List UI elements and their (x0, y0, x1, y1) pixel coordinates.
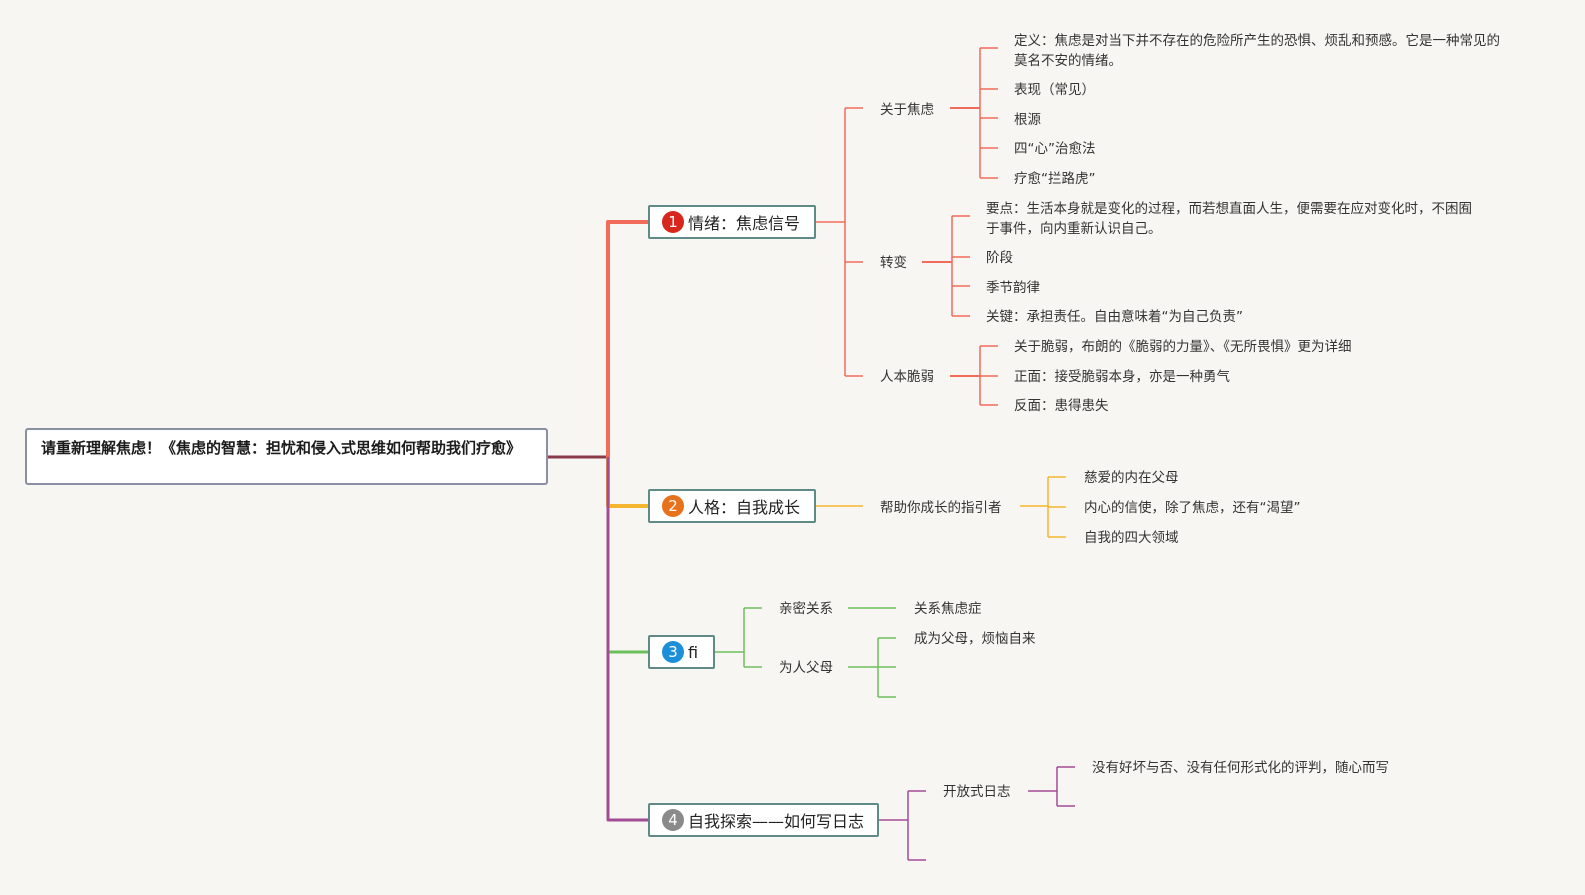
number-badge: 1 (662, 211, 684, 233)
number-badge: 3 (662, 641, 684, 663)
leaf-loving-parent[interactable]: 慈爱的内在父母 (1082, 468, 1181, 488)
number-badge: 4 (662, 809, 684, 831)
leaf-becoming-parents[interactable]: 成为父母，烦恼自来 (912, 629, 1038, 649)
branch-emotion[interactable]: 1 情绪：焦虑信号 (648, 205, 816, 239)
trunk-branch-3 (606, 457, 648, 654)
leaf-responsibility[interactable]: 关键：承担责任。自由意味着“为自己负责” (984, 307, 1245, 327)
leaf-relationship-anxiety[interactable]: 关系焦虑症 (912, 599, 984, 619)
leaf-key-points[interactable]: 要点：生活本身就是变化的过程，而若想直面人生，便需要在应对变化时，不困囿于事件，… (984, 199, 1480, 239)
leaf-symptoms[interactable]: 表现（常见） (1012, 80, 1097, 100)
subtopic-vulnerability[interactable]: 人本脆弱 (878, 367, 936, 387)
leaf-four-domains[interactable]: 自我的四大领域 (1082, 528, 1181, 548)
leaf-inner-messenger[interactable]: 内心的信使，除了焦虑，还有“渴望” (1082, 498, 1303, 518)
trunk-branch-2 (606, 457, 648, 508)
subtopic-about-anxiety[interactable]: 关于焦虑 (878, 100, 936, 120)
leaf-positive[interactable]: 正面：接受脆弱本身，亦是一种勇气 (1012, 367, 1232, 387)
leaf-negative[interactable]: 反面：患得患失 (1012, 396, 1111, 416)
subtopic-guides[interactable]: 帮助你成长的指引者 (878, 498, 1004, 518)
branch-self-exploration[interactable]: 4 自我探索——如何写日志 (648, 803, 879, 837)
leaf-stages[interactable]: 阶段 (984, 248, 1015, 268)
leaf-roots[interactable]: 根源 (1012, 110, 1043, 130)
leaf-definition[interactable]: 定义：焦虑是对当下并不存在的危险所产生的恐惧、烦乱和预感。它是一种常见的莫名不安… (1012, 31, 1506, 71)
subtopic-intimacy[interactable]: 亲密关系 (777, 599, 835, 619)
branch-title: 情绪：焦虑信号 (688, 214, 801, 233)
subtopic-transformation[interactable]: 转变 (878, 253, 909, 273)
branch-title: ﬁ (688, 642, 699, 662)
branch-title: 自我探索——如何写日志 (688, 812, 865, 831)
leaf-four-hearts[interactable]: 四“心”治愈法 (1012, 139, 1098, 159)
root-title: 请重新理解焦虑！《焦虑的智慧：担忧和侵入式思维如何帮助我们疗愈》 (41, 439, 522, 457)
leaf-obstacles[interactable]: 疗愈“拦路虎” (1012, 169, 1098, 189)
branch-personality[interactable]: 2 人格：自我成长 (648, 489, 816, 523)
trunk-branch-1 (606, 220, 648, 457)
leaf-seasonal-rhythm[interactable]: 季节韵律 (984, 278, 1042, 298)
root-topic[interactable]: 请重新理解焦虑！《焦虑的智慧：担忧和侵入式思维如何帮助我们疗愈》 (25, 428, 548, 485)
leaf-brown-books[interactable]: 关于脆弱，布朗的《脆弱的力量》、《无所畏惧》更为详细 (1012, 337, 1354, 357)
branch-three[interactable]: 3 ﬁ (648, 635, 715, 669)
trunk-branch-4 (606, 457, 648, 822)
branch-title: 人格：自我成长 (688, 498, 801, 517)
number-badge: 2 (662, 495, 684, 517)
leaf-write-freely[interactable]: 没有好坏与否、没有任何形式化的评判，随心而写 (1090, 758, 1391, 778)
subtopic-open-journal[interactable]: 开放式日志 (941, 782, 1013, 802)
subtopic-parenthood[interactable]: 为人父母 (777, 658, 835, 678)
